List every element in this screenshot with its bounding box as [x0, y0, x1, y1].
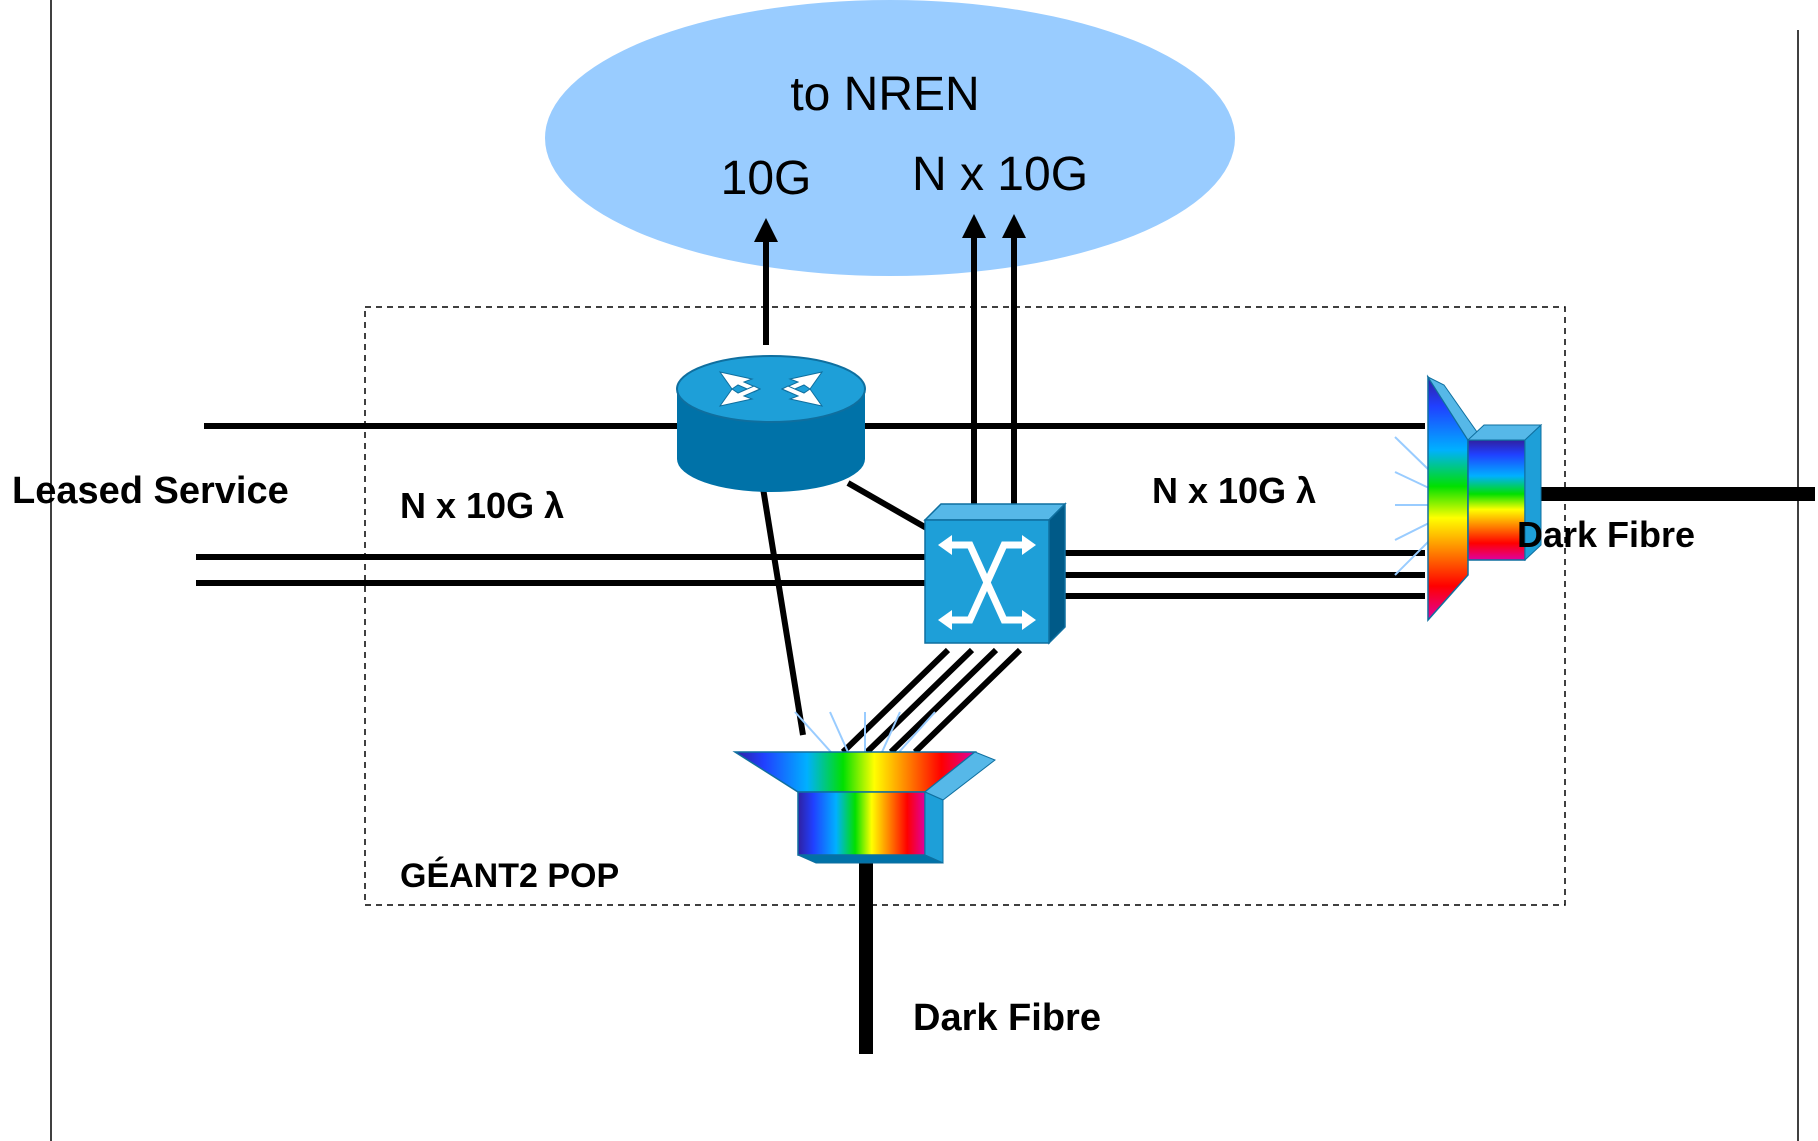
link-router-switch — [846, 480, 932, 533]
link-switch-mux-b-2 — [864, 647, 975, 755]
wdm-multiplexer-icon-right — [1394, 374, 1543, 622]
link-router-mux-bottom — [760, 487, 806, 736]
wdm-multiplexer-icon-bottom — [732, 711, 997, 864]
cloud-title: to NREN — [790, 68, 979, 121]
link-switch-mux-b-4 — [912, 647, 1023, 755]
lambda-label-right: N x 10G λ — [1152, 470, 1316, 511]
cloud-label-nx10g: N x 10G — [912, 148, 1088, 201]
optical-switch-icon — [923, 502, 1067, 645]
dark-fibre-right-label: Dark Fibre — [1517, 514, 1695, 555]
leased-service-label: Leased Service — [12, 470, 289, 512]
dark-fibre-bottom-label: Dark Fibre — [913, 997, 1101, 1039]
router-icon — [676, 355, 866, 492]
pop-boundary — [364, 306, 1566, 906]
lambda-label-left: N x 10G λ — [400, 485, 564, 526]
link-switch-mux-b-3 — [888, 647, 999, 755]
link-switch-mux-b-1 — [840, 647, 951, 755]
pop-label: GÉANT2 POP — [400, 857, 619, 895]
cloud-label-10g: 10G — [721, 152, 812, 205]
nren-cloud: to NREN 10G N x 10G — [545, 0, 1235, 276]
